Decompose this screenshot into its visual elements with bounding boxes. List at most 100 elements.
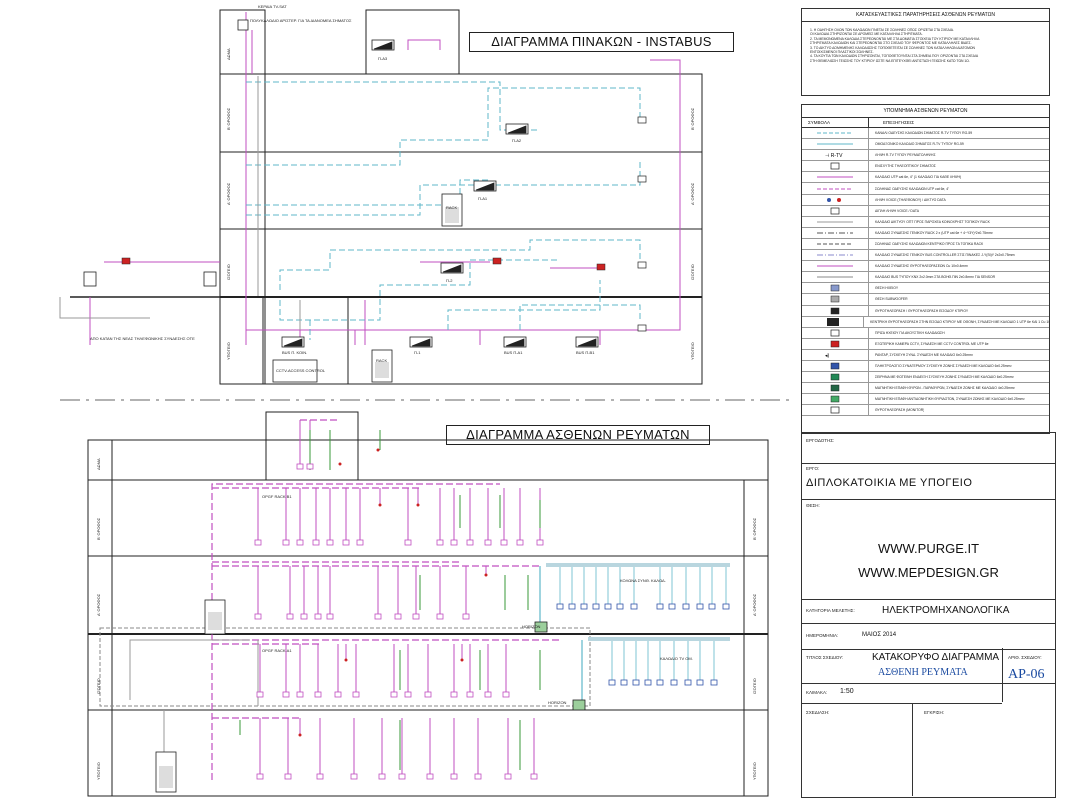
- weak-green-drops: [239, 430, 541, 770]
- outlet-box: [424, 691, 432, 698]
- note-line: 1. Η ΟΔΗΓΗΣΗ ΟΛΩΝ ΤΩΝ ΚΑΛΩΔΙΩΝ ΓΙΝΕΤΑΙ Σ…: [810, 28, 954, 32]
- label-bus-pkoin: BUS Π. ΚΟΙΝ.: [282, 350, 307, 355]
- legend-row: ΚΑΛΩΔΙΟ ΣΥΝΔΕΣΗΣ ΘΥΡΟΤΗΛΕΟΡΑΣΕΩΝ Cu 10x0…: [802, 261, 1049, 273]
- outlet-box: [436, 539, 444, 546]
- panel-pi1: [409, 336, 433, 348]
- project-name: ΔΙΠΛΟΚΑΤΟΙΚΙΑ ΜΕ ΥΠΟΓΕΙΟ: [806, 477, 973, 489]
- entry-note: ΑΠΟ ΚΑΤΑΝ ΤΗΣ ΝΕΑΣ ΤΗΛΕΦΩΝΙΚΗΣ ΣΥΝΔΕΣΗΣ …: [90, 336, 195, 341]
- legend-row: ΚΑΛΩΔΙΟ ΣΥΝΔΕΣΗΣ ΓΕΝΙΚΟΥ RACK 2 x (UTP c…: [802, 227, 1049, 239]
- label-horizon-2: HORIZON: [548, 700, 567, 705]
- instabus-diagram-title: ΔΙΑΓΡΑΜΜΑ ΠΙΝΑΚΩΝ - INSTABUS: [469, 32, 734, 52]
- floor-label-roof-top: ΔΩΜΑ: [226, 48, 231, 60]
- legend-symbol: [802, 194, 869, 205]
- outlet-box: [608, 679, 616, 686]
- note-line: ΣΤΗ ΘΕΜΕΛΙΩΣΗ ΓΕΙΩΣΗΣ ΤΟΥ ΚΤΙΡΙΟΥ ΩΣΤΕ Ν…: [810, 58, 970, 63]
- legend-row: ΘΥΡΟΤΗΛΕΟΡΑΣΗ (MONITOR): [802, 405, 1049, 417]
- note-line: 3. ΤΟ ΔΙΚΤΥΟ ΔΟΜΗΜΕΝΗΣ ΚΑΛΩΔΙΩΣΗΣ ΤΟΠΟΘΕ…: [810, 45, 975, 50]
- legend-row: ΜΑΓΝΗΤΙΚΗ ΕΠΑΦΗ ΑΝΤΙΔΟΝΗΤΙΚΗ ΘΥΡΙΔΟΤΩΝ, …: [802, 394, 1049, 406]
- top-note: ΠΟΛΥΚΑΛΩΔΙΟ ΑΡΙΣΤΕΡ. ΓΙΑ ΤΑ ΔΙΑΝΟΜΕΑ ΣΗΜ…: [250, 18, 352, 23]
- legend-description: ΚΑΛΩΔΙΟ ΣΥΝΔΕΣΗΣ ΓΕΝΙΚΟΥ RACK 2 x (UTP c…: [875, 230, 993, 235]
- legend-symbol: [802, 316, 865, 327]
- outlet-box: [516, 539, 524, 546]
- svg-text:Α' ΟΡΟΦΟΣ: Α' ΟΡΟΦΟΣ: [752, 593, 757, 616]
- legend-description: ΟΜΟΑΞΟΝΙΚΟ ΚΑΛΩΔΙΟ ΣΗΜΑΤΟΣ R-TV ΤΥΠΟΥ RG…: [875, 142, 964, 147]
- outlet-box: [306, 463, 314, 470]
- legend-row: ΕΝΙΣΧΥΤΗΣ ΤΗΛΕΟΠΤΙΚΟΥ ΣΗΜΑΤΟΣ: [802, 161, 1049, 173]
- label-pa1: Π-Α1: [478, 196, 488, 201]
- entry-box-left: [83, 271, 97, 287]
- device-dot: [298, 733, 302, 737]
- date-value: ΜΑΙΟΣ 2014: [862, 632, 897, 638]
- outlet-box: [656, 679, 664, 686]
- outlet-box: [466, 691, 474, 698]
- drew-label: ΣΧΕΔΙΑΣΗ:: [806, 710, 830, 715]
- outlet-box: [462, 613, 470, 620]
- label-pi2: Π-2: [446, 278, 453, 283]
- outlet-box: [530, 773, 538, 780]
- note-line: 4. ΤΑ ΚΟΥΤΙΑ ΤΩΝ ΚΑΛΩΔΙΩΝ ΣΤΗΡΙΖΟΝΤΑΙ, Τ…: [810, 54, 979, 59]
- outlet-box: [502, 691, 510, 698]
- svg-text:ΥΠΟΓΕΙΟ: ΥΠΟΓΕΙΟ: [752, 762, 757, 780]
- legend-symbol: [802, 327, 869, 338]
- legend-row: ΚΑΛΩΔΙΟ BUS ΤΥΠΟΥ KNX 2x2.0mm ΣΤΑ ΒΟΗΘ.Π…: [802, 272, 1049, 284]
- label-rack-b: OPGF RACK Α1: [262, 648, 292, 653]
- legend-table: ΥΠΟΜΝΗΜΑ ΑΣΘΕΝΩΝ ΡΕΥΜΑΤΩΝ ΣΥΜΒΟΛΑ ΕΠΕΞΗΓ…: [801, 104, 1050, 434]
- legend-row: ΟΜΟΑΞΟΝΙΚΟ ΚΑΛΩΔΙΟ ΣΗΜΑΤΟΣ R-TV ΤΥΠΟΥ RG…: [802, 139, 1049, 151]
- legend-symbol: [802, 238, 869, 250]
- legend-row: ΘΕΣΗ SUBWOOFER: [802, 294, 1049, 306]
- outlet-box: [404, 539, 412, 546]
- panel-bus-pkoin: [281, 336, 305, 348]
- weak-magenta-bus: [211, 419, 560, 780]
- legend-symbol: [802, 172, 869, 183]
- floor-label-first-top: Α' ΟΡΟΦΟΣ: [226, 182, 231, 205]
- outlet-box: [296, 691, 304, 698]
- weak-magenta-drops: [257, 420, 541, 774]
- tray-first-floor: [546, 563, 730, 567]
- weak-currents-building-frame: [87, 411, 769, 797]
- label-pa2: Π-Α2: [512, 138, 522, 143]
- legend-symbol: [802, 305, 869, 316]
- outlet-box: [390, 691, 398, 698]
- legend-row: ΚΑΛΩΔΙΟ UTP cat 6e, 4" (1 ΚΑΛΩΔΙΟ ΓΙΑ ΚΑ…: [802, 172, 1049, 184]
- floor-label-ground-top: ΙΣΟΓΕΙΟ: [226, 264, 231, 280]
- outlet-box: [568, 603, 576, 610]
- note-line: 2. ΤΑ ΜΕΜΟΝΩΜΕΝΑ ΚΑΛΩΔΙΑ ΣΤΕΡΕΩΝΟΝΤΑΙ ΜΕ…: [810, 36, 980, 41]
- outlet-box: [616, 603, 624, 610]
- outlet-box: [556, 603, 564, 610]
- svg-text:Α' ΟΡΟΦΟΣ: Α' ΟΡΟΦΟΣ: [96, 593, 101, 616]
- outlet-box: [630, 603, 638, 610]
- legend-symbol: [802, 394, 869, 405]
- instabus-magenta-lines: [89, 12, 681, 345]
- legend-description: ΔΙΠΛΗ ΛΗΨΗ VOICE / DATA: [875, 208, 919, 213]
- outlet-box: [356, 539, 364, 546]
- outlet-box: [256, 691, 264, 698]
- outlet-box: [436, 613, 444, 620]
- device-dot: [344, 658, 348, 662]
- location-label: ΘΕΣΗ:: [806, 503, 820, 508]
- legend-symbol: [802, 372, 869, 383]
- label-fiber1: ΚΟΛΩΝΑ ΣΥΝΘ. ΚΑΛΩΔ.: [620, 578, 666, 583]
- client-label: ΕΡΓΟΔΟΤΗΣ:: [806, 438, 835, 443]
- device-dot: [460, 658, 464, 662]
- outlet-box: [296, 539, 304, 546]
- outlet-box: [710, 679, 718, 686]
- legend-description: ΡΑΝΤΑΡ, ΣΥΣΚΕΥΗ ΣΥΝΔ. ΣΥΝΔΕΣΗ ΜΕ ΚΑΛΩΔΙΟ…: [875, 352, 974, 357]
- note-line: ΕΝΤΟΙΧΙΣΜΕΝΟΙ ΠΛΑΣΤΙΚΟΙ ΣΩΛΗΝΕΣ.: [810, 50, 874, 55]
- legend-symbol: [802, 338, 869, 349]
- legend-symbol: [802, 405, 869, 416]
- floor-label-basement-top: ΥΠΟΓΕΙΟ: [226, 342, 231, 360]
- note-line: ΟΙ ΚΑΛΩΔΙΑ ΣΤΗΡΙΖΟΝΤΑΙ ΣΕ ΔΡΟΜΕΙΣ ΜΕ ΚΑΤ…: [810, 32, 923, 37]
- outlet-box: [708, 603, 716, 610]
- legend-description: ΚΑΛΩΔΙΟ BUS ΤΥΠΟΥ KNX 2x2.0mm ΣΤΑ ΒΟΗΘ.Π…: [875, 275, 996, 280]
- scale-value: 1:50: [840, 688, 854, 695]
- device-dot: [416, 503, 420, 507]
- legend-description: ΕΞΩΤΕΡΙΚΗ ΚΑΜΕΡΑ CCTV, ΣΥΝΔΕΣΗ ΜΕ CCTV C…: [875, 341, 989, 346]
- outlet-box: [668, 603, 676, 610]
- panel-pi2: [440, 262, 464, 274]
- outlet-box: [592, 603, 600, 610]
- instabus-panels: [281, 39, 599, 348]
- antenna-box: [237, 19, 249, 31]
- legend-symbol: [802, 128, 869, 139]
- legend-symbol: [802, 139, 869, 150]
